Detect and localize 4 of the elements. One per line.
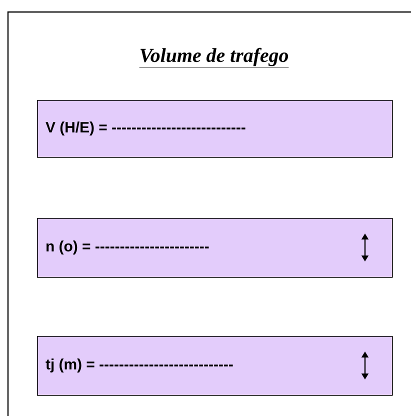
formula-box: tj (m) = --------------------------- [37,336,393,396]
formula-box: V (H/E) = --------------------------- [37,100,393,158]
title: Volume de trafego [139,48,289,68]
formula-box: n (o) = ----------------------- [37,218,393,278]
